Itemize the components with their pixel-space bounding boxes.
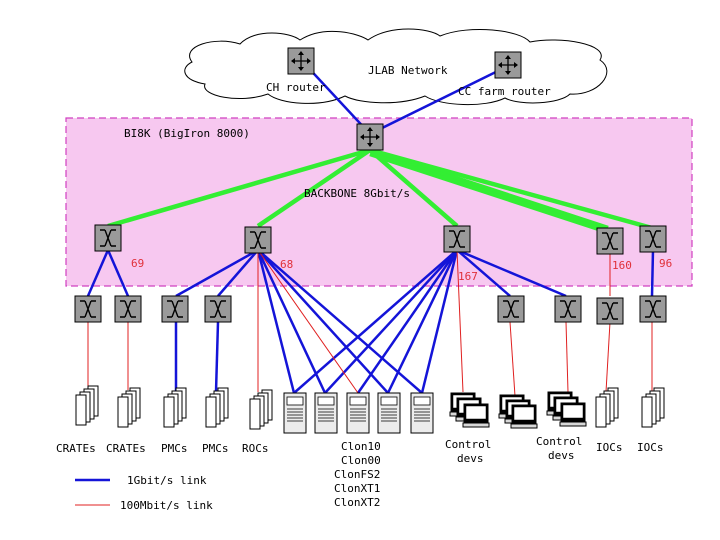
- ioc-stack-icon: [641, 387, 665, 428]
- legend: 1Gbit/s link 100Mbit/s link: [75, 474, 213, 512]
- jlab-network-label: JLAB Network: [368, 64, 448, 77]
- clon-host-label: Clon00: [341, 454, 381, 467]
- fast-links: [87, 249, 653, 397]
- switch-icon: [596, 227, 624, 255]
- clon-host-label: ClonXT1: [334, 482, 380, 495]
- clon-host-label: Clon10: [341, 440, 381, 453]
- switch-icon: [596, 297, 624, 325]
- crate-stack-icon: [75, 385, 99, 426]
- switch-icon: [639, 225, 667, 253]
- monitor-icon: [559, 402, 587, 427]
- switch-icon: [161, 295, 189, 323]
- iocs-label: IOCs: [596, 441, 623, 454]
- gigabit-link: [369, 64, 509, 136]
- port-count: 68: [280, 258, 293, 271]
- backbone-link: [368, 148, 459, 228]
- clon-host-label: ClonXT2: [334, 496, 380, 509]
- server-tower-icon: [283, 392, 307, 434]
- cc-farm-router-icon: [494, 51, 522, 79]
- pmcs-label: PMCs: [202, 442, 229, 455]
- iocs-label: IOCs: [637, 441, 664, 454]
- pmcs-label: PMCs: [161, 442, 188, 455]
- pmc-stack-icon: [163, 387, 187, 428]
- ch-router-icon: [287, 47, 315, 75]
- backbone-speed-label: BACKBONE 8Gbit/s: [304, 187, 410, 200]
- server-tower-icon: [346, 392, 370, 434]
- legend-fast-label: 100Mbit/s link: [120, 499, 213, 512]
- crates-label: CRATEs: [106, 442, 146, 455]
- switch-icon: [244, 226, 272, 254]
- switch-icon: [204, 295, 232, 323]
- port-count: 167: [458, 270, 478, 283]
- ch-router-label: CH router: [266, 81, 326, 94]
- control-devs-workstations-2: [498, 394, 538, 429]
- backbone-link: [107, 147, 371, 229]
- switch-icon: [114, 295, 142, 323]
- gigabit-links-clon: [174, 249, 459, 394]
- crate-stack-icon: [117, 387, 141, 428]
- backbone-link: [369, 147, 653, 231]
- server-tower-icon: [410, 392, 434, 434]
- server-tower-icon: [377, 392, 401, 434]
- crates-label: CRATEs: [56, 442, 96, 455]
- port-count: 69: [131, 257, 144, 270]
- switch-icon: [639, 295, 667, 323]
- switch-icon: [74, 295, 102, 323]
- bigiron-core-router-icon: [356, 123, 384, 151]
- backbone-link: [256, 148, 372, 228]
- control-devs-workstations-3: [546, 391, 587, 427]
- control-devs-label: Control: [536, 435, 582, 448]
- cc-farm-router-label: CC farm router: [458, 85, 551, 98]
- switch-icon: [554, 295, 582, 323]
- legend-gigabit-label: 1Gbit/s link: [127, 474, 207, 487]
- control-devs-label: devs: [457, 452, 484, 465]
- port-count: 160: [612, 259, 632, 272]
- backbone-link: [369, 151, 609, 235]
- gigabit-links-access: [86, 248, 655, 298]
- roc-stack-icon: [249, 389, 273, 430]
- rocs-label: ROCs: [242, 442, 269, 455]
- server-tower-icon: [314, 392, 338, 434]
- switch-icon: [497, 295, 525, 323]
- control-devs-label: Control: [445, 438, 491, 451]
- clon-host-label: ClonFS2: [334, 468, 380, 481]
- ioc-stack-icon: [595, 387, 619, 428]
- port-count: 96: [659, 257, 672, 270]
- control-devs-workstations-1: [449, 392, 490, 428]
- control-devs-label: devs: [548, 449, 575, 462]
- backbone-box-title: BI8K (BigIron 8000): [124, 127, 250, 140]
- backbone-links: [107, 147, 653, 235]
- switch-icon: [443, 225, 471, 253]
- monitor-icon: [462, 403, 490, 428]
- pmc-stack-icon: [205, 387, 229, 428]
- monitor-icon: [510, 404, 538, 429]
- switch-icon: [94, 224, 122, 252]
